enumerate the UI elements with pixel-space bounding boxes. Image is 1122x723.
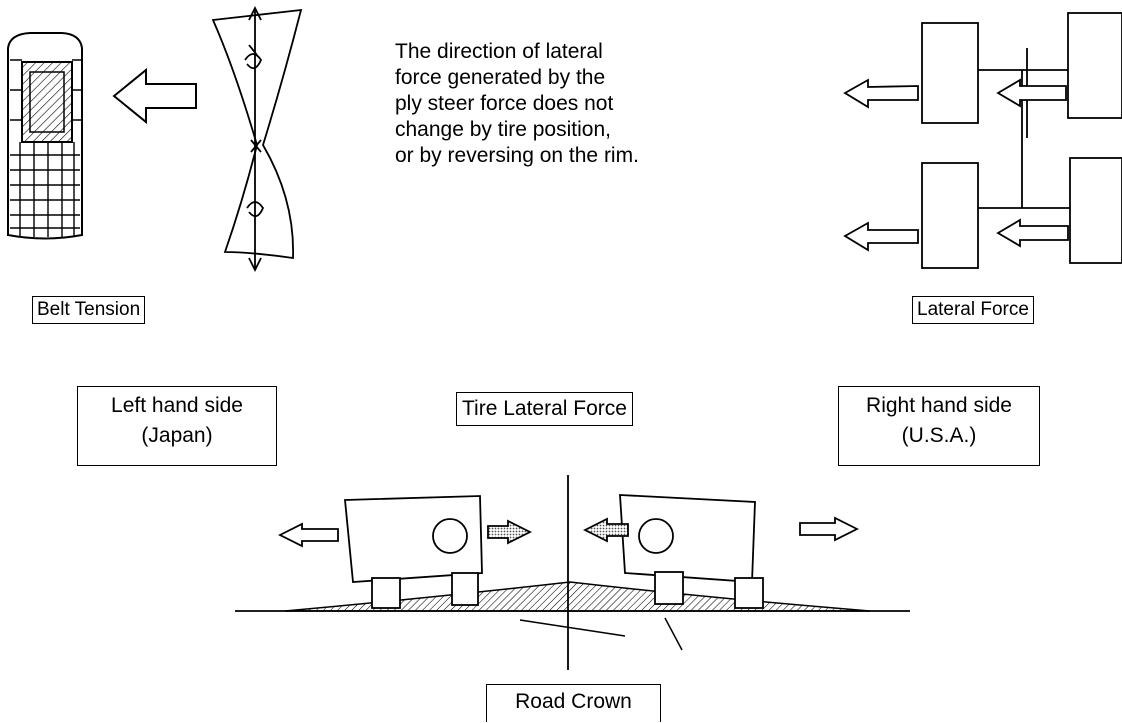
left-hand-side-box: Left hand side (Japan) <box>77 386 277 466</box>
note-line: or by reversing on the rim. <box>395 144 639 167</box>
note-line: force generated by the <box>395 66 606 89</box>
note-line: The direction of lateral <box>395 40 603 63</box>
road-crown-label: Road Crown <box>486 684 661 722</box>
belt-twist-sketch <box>211 5 303 273</box>
left-hand-side-country: (Japan) <box>141 424 213 447</box>
right-hand-side-country: (U.S.A.) <box>901 424 977 447</box>
note-line: change by tire position, <box>395 118 611 141</box>
right-hand-side-text: Right hand side <box>866 394 1012 417</box>
left-arrow-icon <box>112 67 197 125</box>
note-line: ply steer force does not <box>395 92 614 115</box>
belt-tension-label: Belt Tension <box>32 296 146 324</box>
left-hand-side-text: Left hand side <box>111 394 243 417</box>
tire-lateral-force-label: Tire Lateral Force <box>456 392 633 426</box>
right-hand-side-box: Right hand side (U.S.A.) <box>838 386 1040 466</box>
road-crown-diagram <box>235 475 910 670</box>
tire-tread-sketch <box>7 32 83 240</box>
lateral-force-label: Lateral Force <box>912 296 1034 324</box>
vehicle-axle-diagram <box>843 12 1122 269</box>
ply-steer-note: The direction of lateral force generated… <box>395 39 755 169</box>
